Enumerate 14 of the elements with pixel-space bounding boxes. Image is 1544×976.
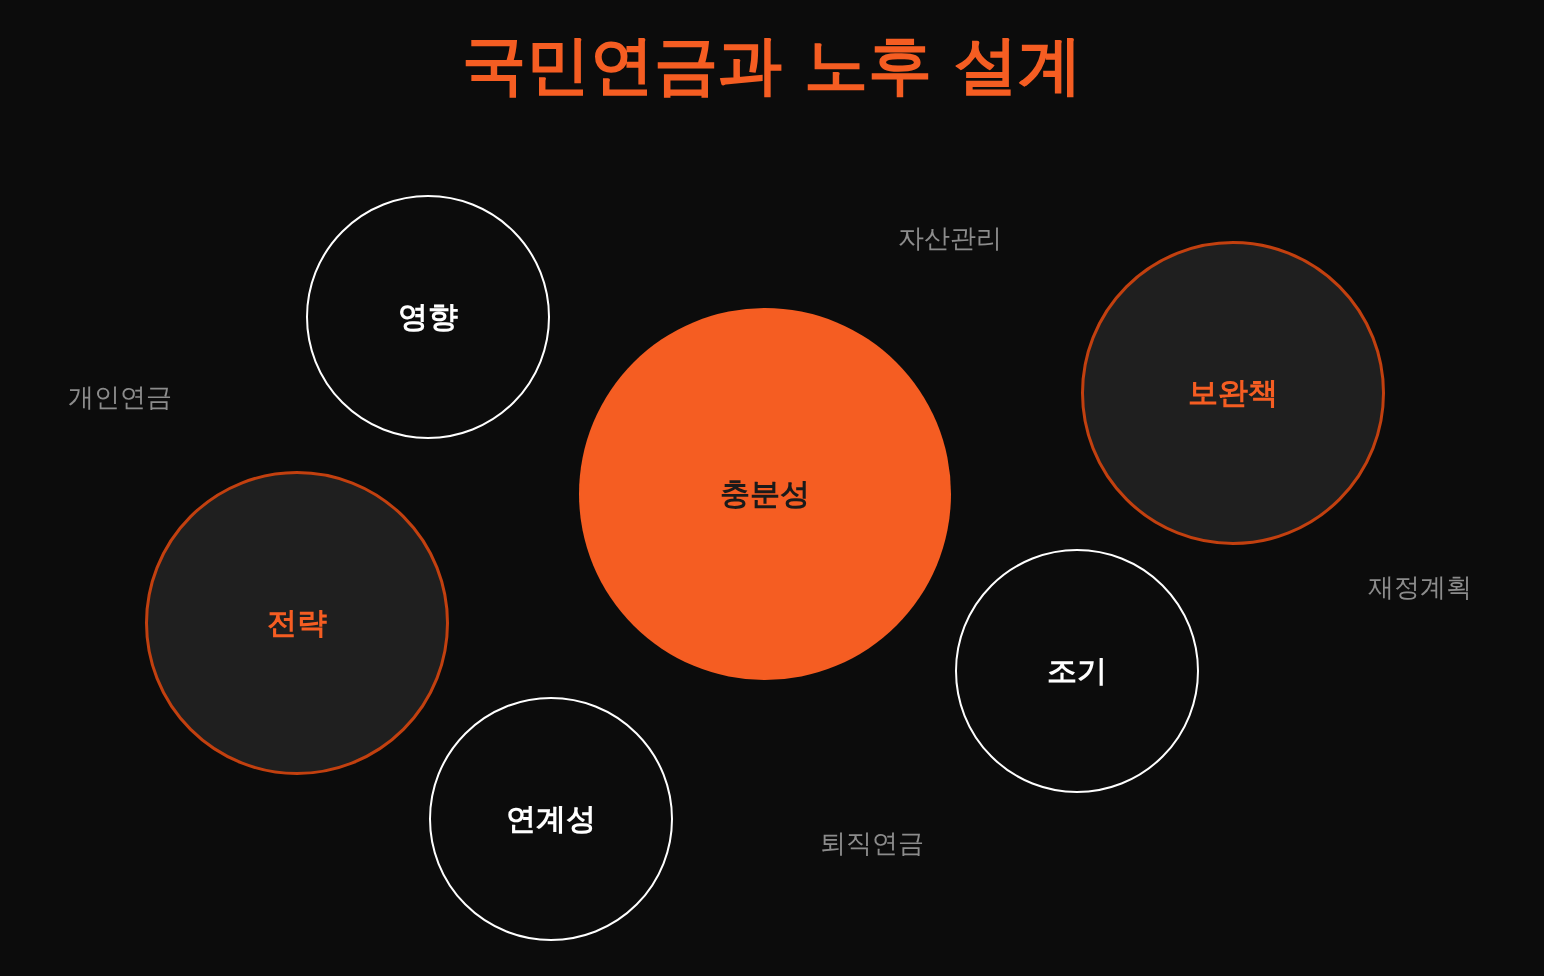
bubble-label: 보완책 [1188,373,1278,412]
bubble [306,195,550,439]
bubble-label: 영향 [398,297,458,336]
bubble-label: 연계성 [506,799,596,838]
bubble-label: 조기 [1047,651,1107,690]
keyword-label: 퇴직연금 [820,826,924,860]
keyword-label: 재정계획 [1368,570,1472,604]
title: 국민연금과 노후 설계 [461,28,1083,102]
bubble [429,697,673,941]
keyword-label: 자산관리 [898,221,1002,255]
bubble [955,549,1199,793]
bubble-label: 전략 [267,603,327,642]
bubble-label: 충분성 [720,474,810,513]
keyword-label: 개인연금 [68,380,172,414]
